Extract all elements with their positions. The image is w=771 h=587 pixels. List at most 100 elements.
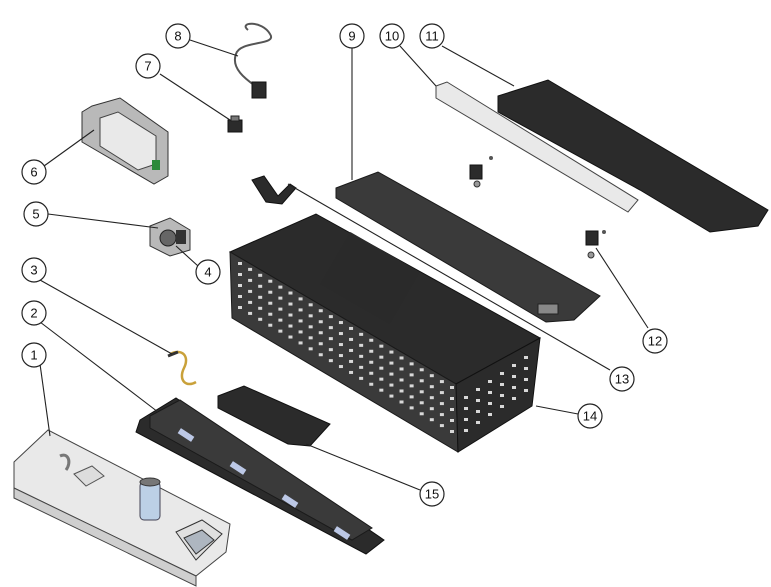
- perforation-hole: [338, 354, 343, 358]
- leader-8: [189, 39, 239, 57]
- perforation-hole: [524, 356, 528, 359]
- part-11-top-panel: [497, 79, 769, 233]
- perforation-hole: [450, 408, 454, 411]
- part-3-wire: [167, 350, 197, 386]
- svg-text:11: 11: [425, 29, 439, 44]
- part-10-glass-panel: [435, 81, 639, 213]
- perforation-hole: [429, 396, 434, 400]
- perforation-hole: [328, 326, 333, 330]
- leader-11: [441, 45, 515, 87]
- perforation-hole: [389, 372, 394, 376]
- perforation-hole: [268, 301, 273, 305]
- perforation-hole: [500, 383, 504, 386]
- perforation-hole: [488, 391, 492, 394]
- perforation-hole: [268, 279, 273, 283]
- perforation-hole: [288, 302, 293, 306]
- perforation-hole: [476, 410, 480, 413]
- perforation-hole: [308, 336, 313, 340]
- perforation-hole: [349, 359, 354, 363]
- perforation-hole: [450, 397, 454, 400]
- perforation-hole: [238, 284, 242, 287]
- perforation-hole: [288, 324, 293, 328]
- perforation-hole: [308, 314, 313, 318]
- perforation-hole: [419, 379, 424, 383]
- part-2-burner-rail: [135, 397, 385, 555]
- perforation-hole: [488, 402, 492, 405]
- perforation-hole: [268, 312, 273, 316]
- callout-8: 8: [165, 23, 191, 49]
- perforation-hole: [439, 380, 444, 384]
- perforation-hole: [288, 335, 293, 339]
- leader-5: [47, 213, 159, 229]
- perforation-hole: [308, 303, 313, 307]
- perforation-hole: [318, 331, 323, 335]
- perforation-hole: [238, 306, 242, 309]
- part-7-switch: [227, 115, 243, 133]
- leader-10: [399, 45, 437, 87]
- callout-1: 1: [21, 342, 47, 368]
- perforation-hole: [338, 321, 343, 325]
- perforation-hole: [349, 326, 354, 330]
- svg-text:3: 3: [30, 263, 37, 278]
- perforation-hole: [359, 365, 364, 369]
- svg-text:5: 5: [32, 207, 39, 222]
- perforation-hole: [298, 308, 303, 312]
- perforation-hole: [359, 343, 364, 347]
- callout-14: 14: [577, 403, 603, 429]
- perforation-hole: [349, 370, 354, 374]
- perforation-hole: [476, 399, 480, 402]
- svg-text:7: 7: [144, 59, 151, 74]
- perforation-hole: [409, 395, 414, 399]
- perforation-hole: [258, 284, 263, 288]
- callout-2: 2: [21, 300, 47, 326]
- perforation-hole: [524, 378, 528, 381]
- callout-4: 4: [195, 259, 221, 285]
- leader-15: [305, 443, 421, 491]
- perforation-hole: [278, 329, 283, 333]
- leader-12: [595, 247, 649, 329]
- perforation-hole: [248, 311, 253, 315]
- perforation-hole: [450, 386, 454, 389]
- perforation-hole: [359, 354, 364, 358]
- perforation-hole: [369, 349, 374, 353]
- part-6-control-bracket: [81, 97, 169, 185]
- perforation-hole: [318, 353, 323, 357]
- perforation-hole: [512, 375, 516, 378]
- perforation-hole: [318, 342, 323, 346]
- callout-12: 12: [642, 328, 668, 354]
- perforation-hole: [429, 418, 434, 422]
- perforation-hole: [429, 374, 434, 378]
- perforation-hole: [429, 407, 434, 411]
- svg-text:9: 9: [348, 29, 355, 44]
- perforation-hole: [318, 309, 323, 313]
- perforation-hole: [399, 400, 404, 404]
- perforation-hole: [512, 364, 516, 367]
- svg-text:10: 10: [385, 29, 399, 44]
- perforation-hole: [328, 315, 333, 319]
- perforation-hole: [288, 313, 293, 317]
- perforation-hole: [258, 295, 263, 299]
- svg-text:8: 8: [174, 29, 181, 44]
- perforation-hole: [248, 267, 253, 271]
- perforation-hole: [439, 413, 444, 417]
- svg-text:2: 2: [30, 306, 37, 321]
- svg-text:4: 4: [204, 265, 211, 280]
- perforation-hole: [409, 406, 414, 410]
- perforation-hole: [268, 290, 273, 294]
- perforation-hole: [379, 344, 384, 348]
- perforation-hole: [318, 320, 323, 324]
- perforation-hole: [248, 278, 253, 282]
- leader-4: [175, 245, 199, 267]
- perforation-hole: [298, 341, 303, 345]
- part-13-bracket: [251, 175, 297, 205]
- perforation-hole: [488, 380, 492, 383]
- perforation-hole: [389, 361, 394, 365]
- perforation-hole: [349, 337, 354, 341]
- perforation-hole: [429, 385, 434, 389]
- perforation-hole: [439, 402, 444, 406]
- perforation-hole: [328, 348, 333, 352]
- svg-text:14: 14: [583, 409, 597, 424]
- perforation-hole: [308, 347, 313, 351]
- perforation-hole: [359, 376, 364, 380]
- callout-9: 9: [339, 23, 365, 49]
